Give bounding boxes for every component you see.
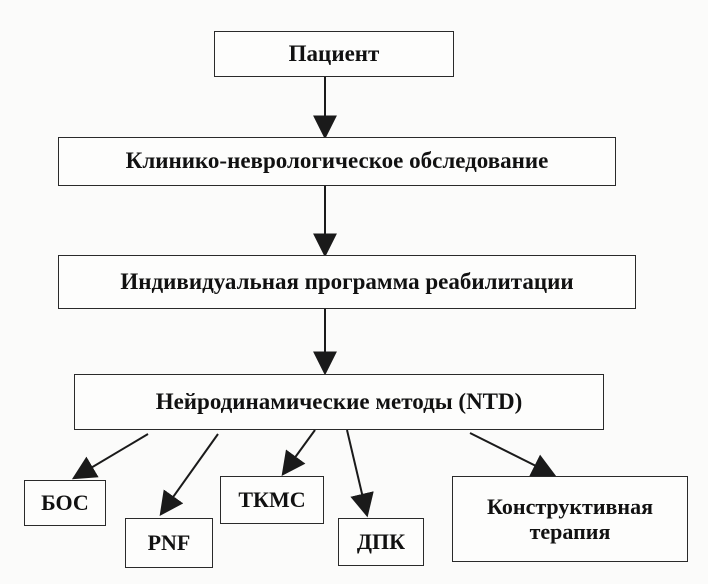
arrow-methods-to-tkms	[281, 429, 316, 476]
node-dpk: ДПК	[338, 518, 424, 566]
node-patient-label: Пациент	[288, 40, 380, 66]
node-pnf-label: PNF	[147, 530, 191, 556]
arrow-methods-to-pnf	[159, 433, 219, 516]
node-tkms-label: ТКМС	[238, 487, 306, 513]
node-constructive-label-line1: Конструктивная	[487, 493, 653, 519]
node-program-label: Индивидуальная программа реабилитации	[120, 268, 574, 294]
node-bos: БОС	[24, 480, 106, 526]
arrow-methods-to-dpk	[346, 429, 374, 518]
node-exam: Клинико-неврологическое обследование	[58, 137, 616, 186]
arrow-methods-to-bos	[71, 433, 149, 480]
node-patient: Пациент	[214, 31, 454, 77]
node-methods-label: Нейродинамические методы (NTD)	[155, 388, 523, 414]
arrow-methods-to-constructive	[469, 432, 557, 477]
node-program: Индивидуальная программа реабилитации	[58, 255, 636, 309]
node-tkms: ТКМС	[220, 476, 324, 524]
node-methods: Нейродинамические методы (NTD)	[74, 374, 604, 430]
node-bos-label: БОС	[41, 490, 89, 516]
node-dpk-label: ДПК	[356, 529, 406, 555]
node-constructive-therapy: Конструктивная терапия	[452, 476, 688, 562]
node-constructive-label-line2: терапия	[529, 519, 611, 544]
node-exam-label: Клинико-неврологическое обследование	[125, 148, 549, 174]
node-pnf: PNF	[125, 518, 213, 568]
